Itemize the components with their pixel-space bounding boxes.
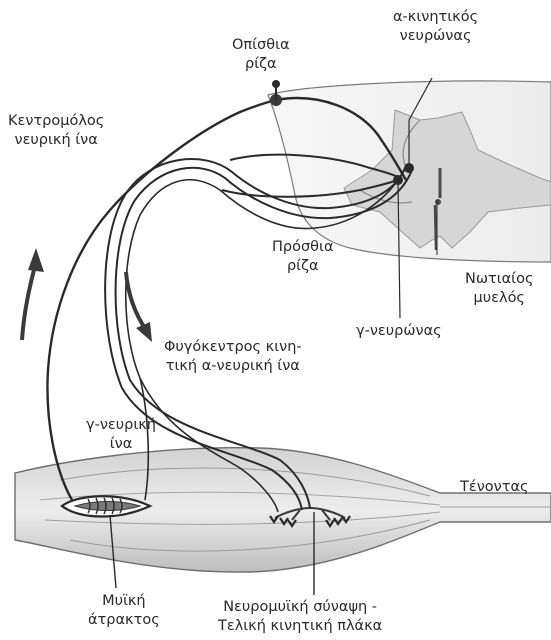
label-line: νευρώνας [393,27,478,46]
label-line: Μυϊκή [88,592,160,611]
label-line: ρίζα [232,55,290,74]
label-line: Τένοντας [460,478,529,497]
label-line: ρίζα [272,257,334,276]
label-line: νευρική ίνα [8,131,104,150]
label-alpha-motor-neuron: α-κινητικός νευρώνας [393,8,478,46]
label-efferent-alpha-fiber: Φυγόκεντρος κινη- τική α-νευρική ίνα [164,338,302,376]
label-line: γ-νευρική [86,416,156,435]
ganglion-soma [272,80,280,88]
label-line: Οπίσθια [232,36,290,55]
label-line: Κεντρομόλος [8,112,104,131]
label-gamma-neuron: γ-νευρώνας [356,322,442,341]
label-gamma-fiber: γ-νευρική ίνα [86,416,156,454]
afferent-arrow [22,248,44,340]
label-neuromuscular-junction: Νευρομυϊκή σύναψη - Τελική κινητική πλάκ… [218,598,382,636]
efferent-arrow [126,272,152,342]
anterior-fissure [435,205,436,250]
label-afferent-fiber: Κεντρομόλος νευρική ίνα [8,112,104,150]
label-line: γ-νευρώνας [356,322,442,341]
afferent-arrow-shaft [22,262,36,340]
label-tendon: Τένοντας [460,478,529,497]
label-line: μυελός [465,289,533,308]
label-dorsal-root: Οπίσθια ρίζα [232,36,290,74]
efferent-arrow-shaft [126,272,146,330]
label-line: άτρακτος [88,611,160,630]
label-line: τική α-νευρική ίνα [164,357,302,376]
label-muscle-spindle: Μυϊκή άτρακτος [88,592,160,630]
label-line: ίνα [86,435,156,454]
label-line: Φυγόκεντρος κινη- [164,338,302,357]
label-spinal-cord: Νωτιαίος μυελός [465,270,533,308]
label-line: Τελική κινητική πλάκα [218,617,382,636]
label-line: Πρόσθια [272,238,334,257]
label-line: Νευρομυϊκή σύναψη - [218,598,382,617]
efferent-arrow-head [136,322,152,342]
central-canal [435,199,441,205]
label-line: Νωτιαίος [465,270,533,289]
label-line: α-κινητικός [393,8,478,27]
label-ventral-root: Πρόσθια ρίζα [272,238,334,276]
afferent-arrow-head [28,248,44,272]
